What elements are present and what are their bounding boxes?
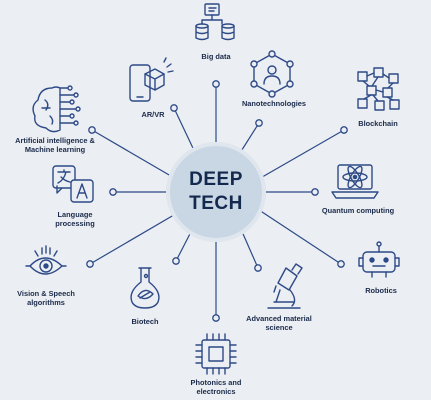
connector-blockchain [256,129,345,181]
center-title: DEEP TECH [168,168,264,216]
robot-icon [358,241,400,278]
database-icon [195,3,235,41]
flask-leaf-icon [130,267,160,309]
label-biotech: Biotech [131,317,159,326]
atom-laptop-icon [331,164,379,199]
label-vision: Vision & Speech algorithms [17,289,75,307]
label-big-data: Big data [201,52,231,61]
center-title-line1: DEEP [189,169,243,190]
endpoint-quantum [311,188,319,196]
connector-endpoints [86,80,348,322]
center-title-line2: TECH [189,193,243,214]
nano-network-icon [250,50,294,98]
endpoint-ai-ml [88,126,96,134]
endpoint-vision [86,260,94,268]
connector-vision [89,211,180,265]
label-photonics: Photonics and electronics [190,378,242,396]
label-language: Language processing [55,210,95,228]
endpoint-robotics [337,260,345,268]
endpoint-biotech [172,257,180,265]
connector-robotics [255,207,342,265]
center-circle [166,142,266,242]
endpoint-language [109,188,117,196]
label-materials: Advanced material science [246,314,312,332]
label-quantum: Quantum computing [321,206,395,215]
label-robotics: Robotics [365,286,397,295]
label-nanotechnologies: Nanotechnologies [241,99,307,108]
label-blockchain: Blockchain [358,119,398,128]
endpoint-blockchain [340,126,348,134]
endpoint-materials [254,264,262,272]
eye-icon [25,245,67,275]
ar-vr-headset-icon [129,57,174,102]
translate-icon [52,165,94,203]
brain-chip-icon [32,85,81,133]
endpoint-big-data [212,80,220,88]
microscope-icon [267,263,303,309]
blockchain-cubes-icon [357,67,400,111]
label-ai-ml: Artificial intelligence & Machine learni… [15,136,95,154]
chip-icon [195,333,237,375]
connector-ai-ml [91,129,177,180]
endpoint-nanotechnologies [255,119,263,127]
endpoint-photonics [212,314,220,322]
endpoint-ar-vr [170,104,178,112]
label-ar-vr: AR/VR [141,110,165,119]
